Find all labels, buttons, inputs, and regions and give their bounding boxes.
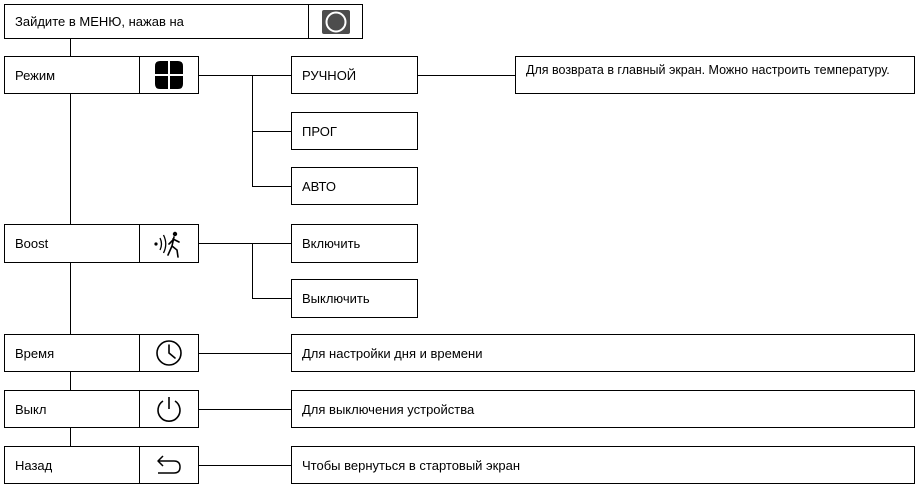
back-button[interactable] (139, 446, 199, 484)
connector-line (198, 75, 292, 76)
option-boost-on[interactable]: Включить (291, 224, 418, 263)
mode-grid-icon (155, 61, 183, 89)
connector-line (417, 75, 516, 76)
menu-item-boost[interactable]: Boost (4, 224, 140, 263)
circle-button-icon (321, 9, 350, 34)
off-description: Для выключения устройства (291, 390, 915, 428)
connector-line (198, 465, 292, 466)
power-icon (157, 397, 181, 422)
off-button[interactable] (139, 390, 199, 428)
menu-button[interactable] (308, 4, 363, 39)
option-auto[interactable]: АВТО (291, 167, 418, 205)
main-trunk-line (70, 371, 71, 390)
option-boost-off[interactable]: Выключить (291, 279, 418, 318)
mode-button[interactable] (139, 56, 199, 94)
connector-line (252, 186, 292, 187)
clock-icon (156, 340, 182, 366)
back-description: Чтобы вернуться в стартовый экран (291, 446, 915, 484)
connector-line (252, 298, 292, 299)
boost-button[interactable] (139, 224, 199, 263)
main-trunk-line (70, 427, 71, 446)
connector-line (252, 131, 292, 132)
boost-person-icon (154, 231, 180, 258)
option-program[interactable]: ПРОГ (291, 112, 418, 150)
time-button[interactable] (139, 334, 199, 372)
menu-item-back[interactable]: Назад (4, 446, 140, 484)
main-trunk-line (70, 38, 71, 56)
time-description: Для настройки дня и времени (291, 334, 915, 372)
connector-line (252, 243, 253, 298)
connector-line (198, 243, 292, 244)
connector-line (198, 409, 292, 410)
connector-line (252, 75, 253, 186)
manual-description: Для возврата в главный экран. Можно наст… (515, 56, 915, 94)
main-trunk-line (70, 93, 71, 225)
option-manual[interactable]: РУЧНОЙ (291, 56, 418, 94)
menu-item-off[interactable]: Выкл (4, 390, 140, 428)
menu-item-mode[interactable]: Режим (4, 56, 140, 94)
main-trunk-line (70, 262, 71, 334)
connector-line (198, 353, 292, 354)
menu-entry-label: Зайдите в МЕНЮ, нажав на (4, 4, 309, 39)
back-arrow-icon (157, 455, 181, 474)
menu-item-time[interactable]: Время (4, 334, 140, 372)
